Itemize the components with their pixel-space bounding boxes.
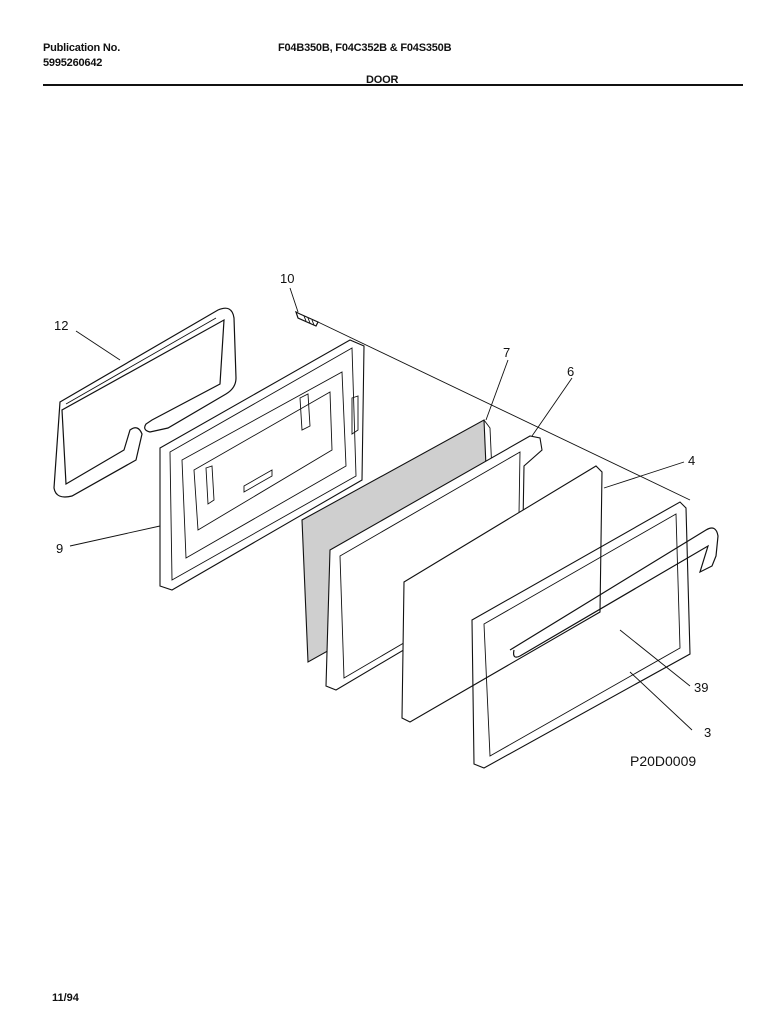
drawing-code: P20D0009 bbox=[630, 753, 696, 769]
glass-part bbox=[401, 465, 603, 723]
section-title: DOOR bbox=[366, 74, 399, 86]
header-rule bbox=[43, 84, 743, 86]
door-trim-part bbox=[471, 501, 691, 769]
callout-screw: 10 bbox=[280, 271, 294, 286]
leader-lines bbox=[69, 287, 693, 731]
callout-handle: 39 bbox=[694, 680, 708, 695]
callout-insulation: 7 bbox=[503, 345, 510, 360]
model-numbers: F04B350B, F04C352B & F04S350B bbox=[278, 42, 452, 54]
door-frame-part bbox=[159, 339, 365, 591]
assembly-line bbox=[317, 321, 691, 501]
screw-part bbox=[294, 310, 319, 327]
callout-trim: 3 bbox=[704, 725, 711, 740]
footer-date: 11/94 bbox=[52, 992, 79, 1004]
gasket-part bbox=[53, 307, 237, 498]
callout-glass: 4 bbox=[688, 453, 695, 468]
callout-liner: 6 bbox=[567, 364, 574, 379]
publication-number: 5995260642 bbox=[43, 57, 103, 69]
callout-gasket: 12 bbox=[54, 318, 68, 333]
callout-door-frame: 9 bbox=[56, 541, 63, 556]
publication-label: Publication No. bbox=[43, 42, 121, 54]
handle-part bbox=[509, 527, 719, 658]
